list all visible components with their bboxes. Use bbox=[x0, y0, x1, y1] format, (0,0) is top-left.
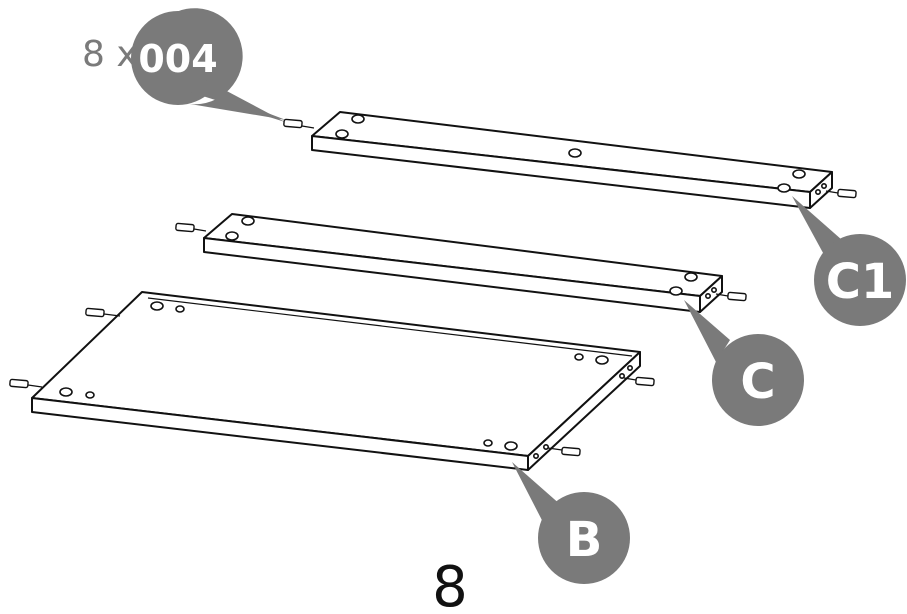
panel-b-hole bbox=[85, 391, 95, 399]
dowel-guide-line bbox=[715, 293, 729, 297]
panel-c-cam-hole bbox=[710, 286, 717, 293]
dowel-004 bbox=[635, 376, 655, 387]
panel-b-cam-hole bbox=[532, 452, 539, 459]
panel-b-hole bbox=[59, 387, 73, 397]
panel-c-cam-hole bbox=[704, 292, 711, 299]
hardware-callout: 8 x 004 bbox=[82, 8, 286, 122]
step-number: 8 bbox=[432, 555, 468, 614]
panel-b-hole bbox=[483, 439, 493, 447]
dowel-guide-line bbox=[547, 447, 563, 451]
panel-c-hole bbox=[669, 286, 683, 296]
panel-b-cam-hole bbox=[626, 364, 633, 371]
panel-b bbox=[31, 291, 641, 471]
callout-c1-pointer bbox=[792, 196, 842, 262]
panel-c-hole bbox=[225, 231, 239, 241]
panel-b-hole bbox=[574, 353, 584, 361]
hardware-part-code: 004 bbox=[138, 37, 217, 81]
panel-c1-cam-hole bbox=[814, 189, 821, 196]
dowel-guide-line bbox=[301, 125, 315, 129]
dowel-004 bbox=[561, 446, 581, 457]
dowel-004 bbox=[85, 307, 105, 318]
panel-b-hole bbox=[595, 355, 609, 365]
panel-c1-hole bbox=[335, 129, 349, 139]
dowel-004 bbox=[727, 291, 747, 302]
panel-c1-cam-hole bbox=[820, 183, 827, 190]
dowel-004 bbox=[837, 188, 857, 199]
panel-b-groove bbox=[147, 297, 633, 357]
panel-b-cam-hole bbox=[542, 443, 549, 450]
callout-b: B bbox=[512, 462, 630, 584]
dowel-004 bbox=[283, 118, 303, 129]
panel-c1 bbox=[311, 111, 833, 209]
callout-c1: C1 bbox=[792, 196, 906, 326]
dowel-guide-line bbox=[193, 228, 207, 232]
callout-b-bubble bbox=[538, 492, 630, 584]
callout-b-label: B bbox=[566, 512, 603, 568]
panel-b-cam-hole bbox=[618, 372, 625, 379]
hardware-bubble-circle bbox=[131, 11, 225, 105]
callout-c-label: C bbox=[740, 354, 775, 410]
callout-c-bubble bbox=[712, 334, 804, 426]
panel-b-hole bbox=[150, 301, 164, 311]
hardware-bubble-pointer bbox=[190, 80, 285, 122]
dowel-guide-line bbox=[825, 190, 839, 194]
callout-c1-bubble bbox=[814, 234, 906, 326]
dowel-004 bbox=[175, 222, 195, 233]
callout-c: C bbox=[684, 300, 804, 426]
panel-c1-hole bbox=[792, 169, 806, 179]
panel-c bbox=[203, 213, 723, 313]
panel-b-end-face bbox=[527, 351, 641, 471]
panel-c-end-face bbox=[699, 275, 723, 313]
panel-c1-hole bbox=[777, 183, 791, 193]
panel-c1-hole bbox=[568, 148, 582, 158]
dowel-guide-line bbox=[103, 313, 121, 317]
panel-b-hole bbox=[175, 305, 185, 313]
panel-c-hole bbox=[684, 272, 698, 282]
panel-c1-end-face bbox=[809, 171, 833, 209]
panel-b-hole bbox=[504, 441, 518, 451]
callout-c1-label: C1 bbox=[826, 254, 895, 310]
dowel-guide-line bbox=[27, 384, 43, 388]
panel-c1-hole bbox=[351, 114, 365, 124]
dowel-guide-line bbox=[623, 377, 637, 381]
dowel-004 bbox=[9, 378, 29, 389]
callout-c-pointer bbox=[684, 300, 730, 362]
panel-b-top-face bbox=[31, 291, 641, 457]
panel-c-hole bbox=[241, 216, 255, 226]
hardware-quantity-label: 8 x bbox=[82, 34, 138, 75]
